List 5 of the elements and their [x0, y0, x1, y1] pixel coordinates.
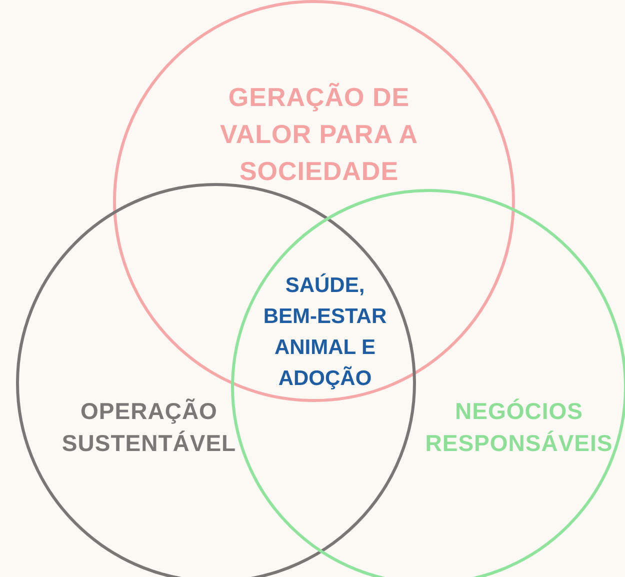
- circle-label: NEGÓCIOS RESPONSÁVEIS: [424, 397, 614, 458]
- circle-label: OPERAÇÃO SUSTENTÁVEL: [60, 397, 238, 458]
- venn-circle: [16, 183, 416, 577]
- circle-label: GERAÇÃO DE VALOR PARA A SOCIEDADE: [218, 81, 420, 188]
- intersection-label: SAÚDE, BEM-ESTAR ANIMAL E ADOÇÃO: [262, 272, 388, 392]
